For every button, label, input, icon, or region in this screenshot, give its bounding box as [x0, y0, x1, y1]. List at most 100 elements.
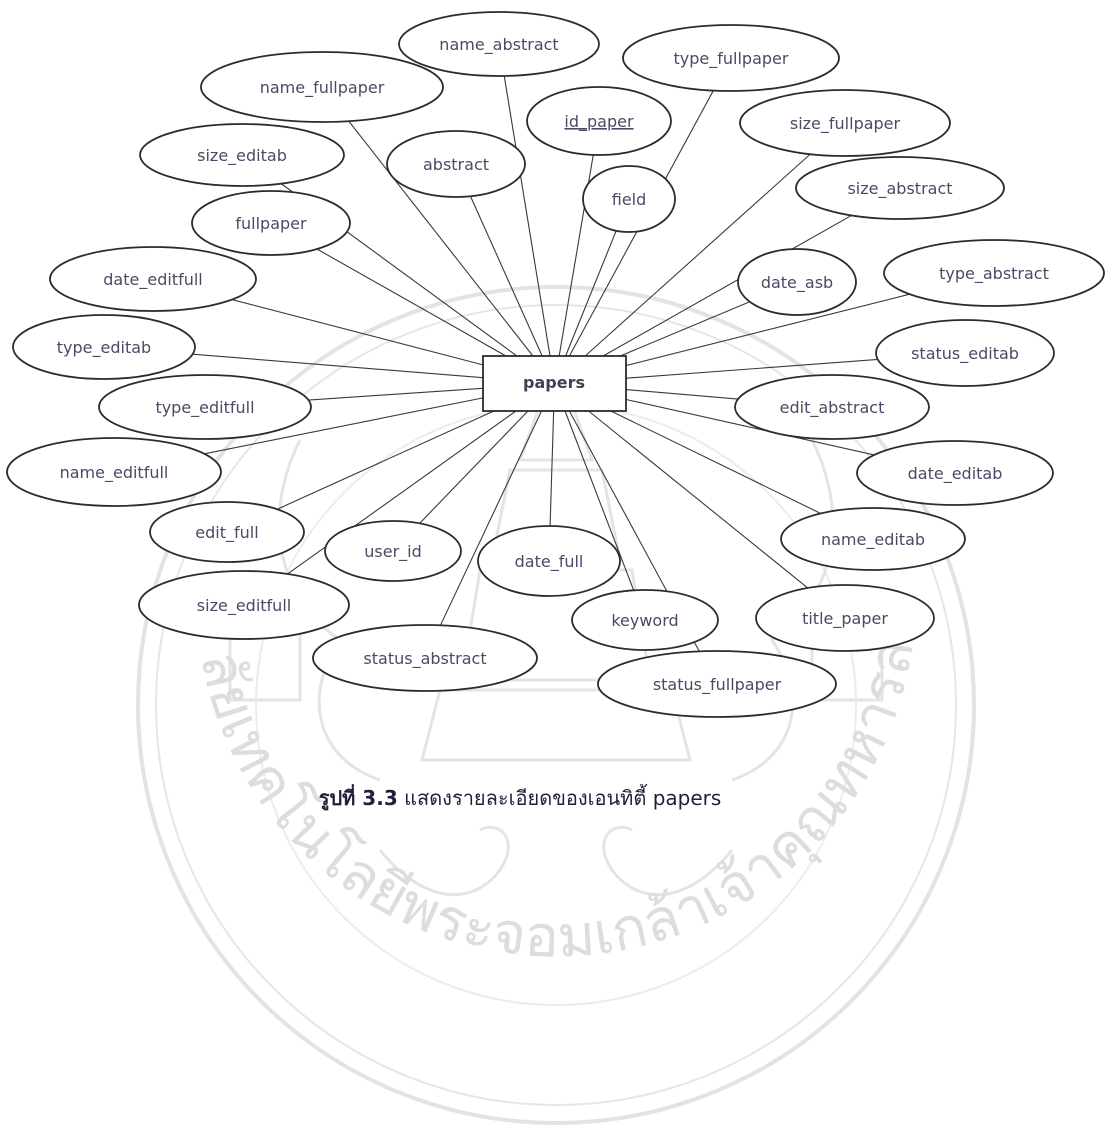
attribute-label: type_fullpaper — [674, 49, 789, 69]
connector-abstract — [469, 196, 543, 357]
attribute-ellipse — [6, 437, 222, 507]
caption-label: รูปที่ 3.3 — [318, 786, 398, 810]
attribute-label: date_full — [515, 552, 584, 572]
attribute-label: size_editfull — [197, 596, 291, 616]
attribute-ellipse — [739, 89, 951, 157]
attribute-ellipse — [98, 374, 312, 440]
attribute-label: type_abstract — [939, 264, 1049, 284]
attribute-ellipse — [191, 190, 351, 256]
attribute-ellipse — [883, 239, 1105, 307]
attribute-label: size_abstract — [847, 179, 952, 199]
attribute-title-paper: title_paper — [755, 584, 935, 652]
attribute-abstract: abstract — [386, 130, 526, 198]
attribute-label: name_fullpaper — [260, 78, 385, 98]
attribute-ellipse — [856, 440, 1054, 506]
entity-box — [482, 355, 627, 412]
attribute-size-abstract: size_abstract — [795, 156, 1005, 220]
entity-papers: papers — [482, 355, 627, 412]
attribute-ellipse — [622, 24, 840, 92]
attribute-edit-full: edit_full — [149, 501, 305, 563]
attribute-status-fullpaper: status_fullpaper — [597, 650, 837, 718]
attribute-ellipse — [138, 570, 350, 640]
caption-text: แสดงรายละเอียดของเอนทิตี้ papers — [404, 786, 722, 810]
attribute-label: status_abstract — [363, 649, 486, 669]
connector-name-editab — [610, 410, 821, 514]
connector-date-editab — [625, 398, 875, 456]
attribute-ellipse — [12, 314, 196, 380]
attribute-label: name_editfull — [60, 463, 169, 483]
figure-caption: รูปที่ 3.3 แสดงรายละเอียดของเอนทิตี้ pap… — [0, 782, 1040, 814]
attribute-label: name_abstract — [439, 35, 558, 55]
attribute-ellipse — [49, 246, 257, 312]
attribute-label: keyword — [611, 611, 678, 630]
entity-name: papers — [523, 373, 585, 392]
primary-key-label: id_paper — [564, 112, 634, 132]
attribute-ellipse — [780, 507, 966, 571]
connector-type-editab — [192, 353, 484, 379]
attribute-ellipse — [386, 130, 526, 198]
attribute-ellipse — [582, 165, 676, 233]
connector-type-abstract — [625, 293, 910, 367]
attribute-date-editab: date_editab — [856, 440, 1054, 506]
attribute-label: abstract — [423, 155, 489, 174]
attribute-ellipse — [398, 11, 600, 77]
attribute-id-paper: id_paper — [526, 86, 672, 156]
attribute-ellipse — [571, 589, 719, 651]
attribute-date-asb: date_asb — [737, 248, 857, 316]
connector-name-abstract — [503, 75, 551, 357]
attribute-ellipse — [477, 525, 621, 597]
attribute-label: date_asb — [761, 273, 833, 293]
connector-date-editfull — [231, 299, 484, 366]
attribute-ellipse — [312, 624, 538, 692]
attribute-ellipse — [737, 248, 857, 316]
attribute-size-editfull: size_editfull — [138, 570, 350, 640]
connector-title-paper — [588, 410, 809, 589]
connector-size-abstract — [602, 214, 852, 357]
attribute-label: edit_full — [195, 523, 258, 543]
attribute-nodes: name_abstract type_fullpaper name_fullpape… — [6, 11, 1105, 718]
attribute-ellipse — [734, 374, 930, 440]
attribute-status-editab: status_editab — [875, 319, 1055, 387]
attribute-ellipse — [526, 86, 672, 156]
attribute-size-editab: size_editab — [139, 123, 345, 187]
connector-type-editfull — [308, 387, 484, 401]
attribute-ellipse — [755, 584, 935, 652]
connector-keyword — [564, 410, 635, 591]
attribute-label: type_editfull — [155, 398, 254, 418]
attribute-fullpaper: fullpaper — [191, 190, 351, 256]
connector-status-editab — [625, 358, 878, 379]
attribute-label: type_editab — [57, 338, 151, 358]
attribute-ellipse — [795, 156, 1005, 220]
attribute-name-editfull: name_editfull — [6, 437, 222, 507]
attribute-label: title_paper — [802, 609, 888, 629]
attribute-label: status_editab — [911, 344, 1019, 364]
connector-date-asb — [619, 301, 750, 357]
attribute-name-abstract: name_abstract — [398, 11, 600, 77]
attribute-date-full: date_full — [477, 525, 621, 597]
attribute-ellipse — [149, 501, 305, 563]
attribute-type-abstract: type_abstract — [883, 239, 1105, 307]
attribute-label: status_fullpaper — [653, 675, 782, 695]
attribute-label: field — [612, 190, 647, 209]
attribute-size-fullpaper: size_fullpaper — [739, 89, 951, 157]
attribute-ellipse — [324, 520, 462, 582]
attribute-ellipse — [139, 123, 345, 187]
attribute-ellipse — [875, 319, 1055, 387]
attribute-name-fullpaper: name_fullpaper — [200, 51, 444, 123]
connector-name-fullpaper — [348, 120, 534, 357]
attribute-label: size_editab — [197, 146, 287, 166]
attribute-label: date_editab — [908, 464, 1003, 484]
attribute-edit-abstract: edit_abstract — [734, 374, 930, 440]
attribute-keyword: keyword — [571, 589, 719, 651]
connector-fullpaper — [316, 248, 507, 357]
attribute-label: edit_abstract — [780, 398, 885, 418]
attribute-type-editfull: type_editfull — [98, 374, 312, 440]
attribute-label: size_fullpaper — [790, 114, 901, 134]
connector-field — [565, 230, 617, 357]
attribute-field: field — [582, 165, 676, 233]
connector-user-id — [419, 410, 529, 524]
connector-status-abstract — [439, 410, 543, 626]
attribute-label: name_editab — [821, 530, 925, 550]
